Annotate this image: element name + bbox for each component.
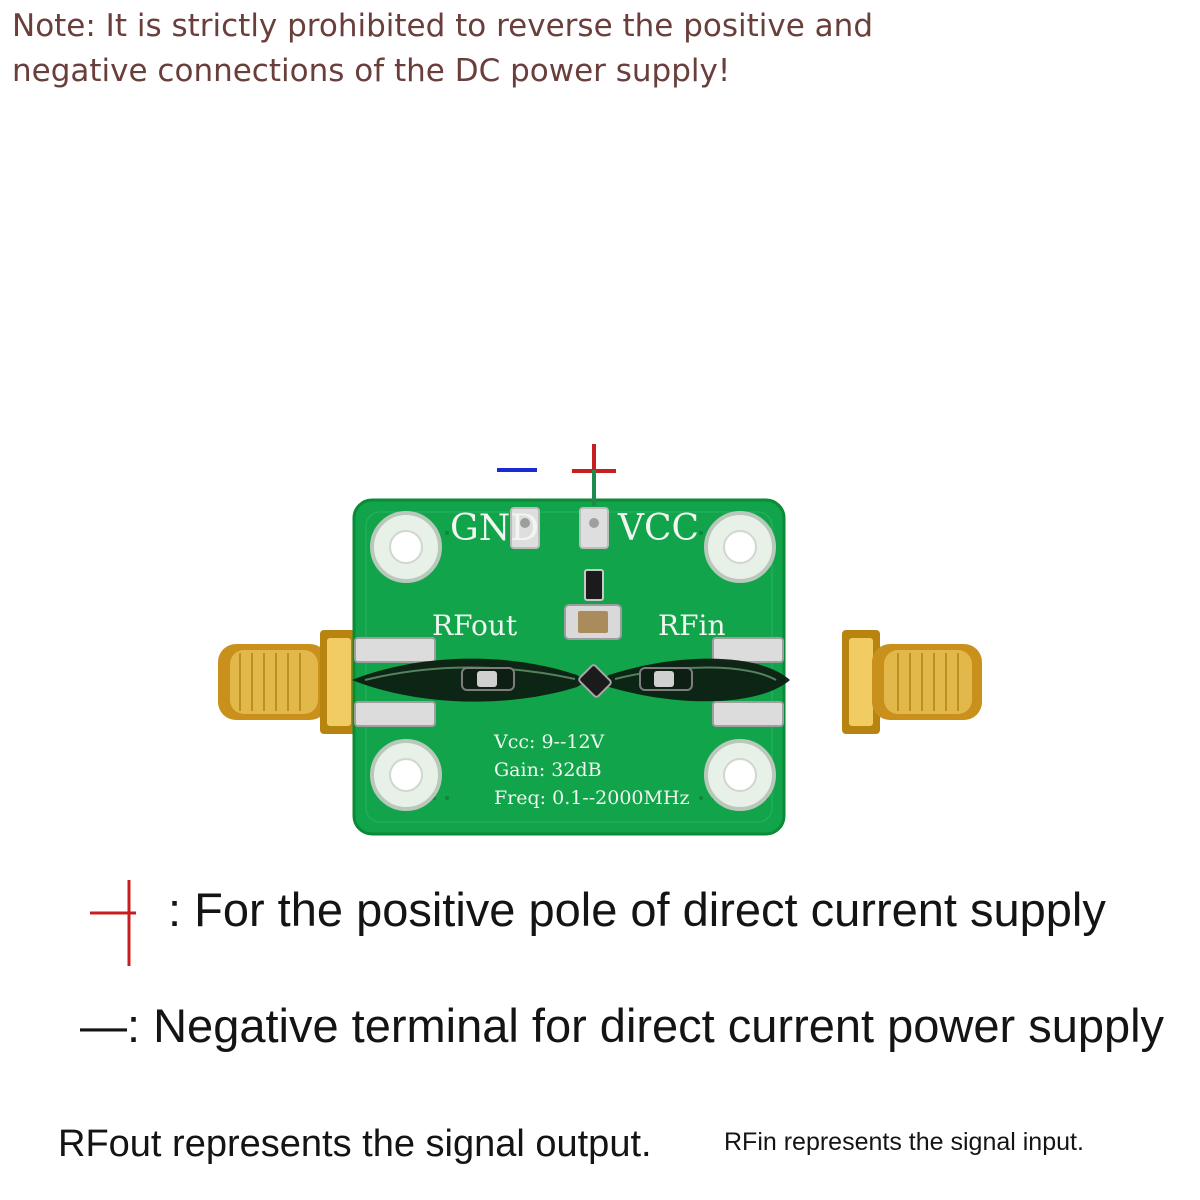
positive-pole-legend: : For the positive pole of direct curren… [168,883,1106,936]
gnd-label: GND [450,508,539,549]
negative-pole-legend: —: Negative terminal for direct current … [80,999,1165,1052]
amplifier-board-figure: GND VCC RFout RFin Vcc: 9--12V Gain: 32d… [0,430,1200,870]
vcc-label: VCC [617,508,699,549]
spec-freq: Freq: 0.1--2000MHz [494,787,690,809]
left-sma-connector [218,630,358,734]
rfin-description: RFin represents the signal input. [724,1128,1084,1156]
polarity-indicators [497,444,616,506]
rfin-label: RFin [658,609,726,642]
rfout-description: RFout represents the signal output. [58,1123,652,1165]
right-sma-connector [842,630,982,734]
amplifier-board-illustration: GND VCC RFout RFin Vcc: 9--12V Gain: 32d… [218,444,982,836]
spec-vcc: Vcc: 9--12V [493,731,605,753]
pcb-board: GND VCC RFout RFin Vcc: 9--12V Gain: 32d… [352,498,790,836]
rfout-label: RFout [432,609,518,642]
spec-gain: Gain: 32dB [494,759,602,781]
warning-note: Note: It is strictly prohibited to rever… [12,8,873,89]
positive-pole-icon [90,880,136,966]
